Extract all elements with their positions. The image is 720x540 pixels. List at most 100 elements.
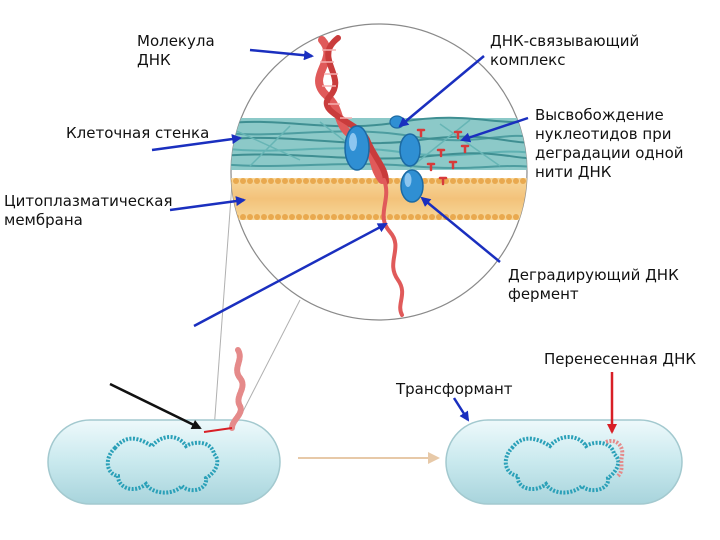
arrow-dna-molecule: [249, 48, 314, 61]
label-cytoplasmic-membrane: Цитоплазматическая мембрана: [4, 192, 173, 229]
lipid-head: [254, 214, 260, 220]
recipient-cell: [47, 347, 281, 505]
lipid-head: [443, 178, 449, 184]
lipid-head: [429, 178, 435, 184]
transformant-chromosome: [503, 435, 621, 495]
lipid-head: [289, 214, 295, 220]
lipid-head: [492, 214, 498, 220]
arrow-membrane: [169, 196, 246, 212]
lipid-head: [296, 178, 302, 184]
lipid-head: [352, 178, 358, 184]
lipid-head: [478, 214, 484, 220]
lipid-head: [499, 178, 505, 184]
lipid-head: [282, 178, 288, 184]
lipid-head: [520, 178, 526, 184]
lipid-head: [408, 214, 414, 220]
lipid-head: [303, 214, 309, 220]
lipid-head: [527, 178, 533, 184]
lipid-head: [506, 214, 512, 220]
lipid-head: [499, 214, 505, 220]
released-nucleotides: [416, 128, 470, 186]
zoom-line-right: [235, 299, 301, 426]
lipid-head: [219, 178, 225, 184]
label-transformant: Трансформант: [396, 380, 513, 398]
incoming-dna-strand: [229, 347, 246, 431]
transformant-cell: [445, 419, 683, 505]
arrow-binding-complex: [398, 55, 485, 128]
lipid-head: [345, 214, 351, 220]
lipid-head: [317, 178, 323, 184]
arrow-transformant: [452, 397, 470, 422]
label-nucleotide-release: Высвобождение нуклеотидов при деградации…: [535, 106, 684, 181]
lipid-head: [247, 214, 253, 220]
lipid-head: [415, 214, 421, 220]
lipid-head: [366, 178, 372, 184]
lipid-head: [310, 214, 316, 220]
lipid-head: [429, 214, 435, 220]
lipid-head: [436, 178, 442, 184]
lipid-head: [296, 214, 302, 220]
lipid-head: [338, 178, 344, 184]
lipid-head: [324, 178, 330, 184]
label-degrading-enzyme: Деградирующий ДНК фермент: [508, 266, 679, 303]
lipid-head: [422, 214, 428, 220]
lipid-head: [534, 214, 540, 220]
lipid-head: [492, 178, 498, 184]
label-cell-wall: Клеточная стенка: [66, 124, 210, 142]
lipid-head: [464, 214, 470, 220]
lipid-head: [359, 214, 365, 220]
lipid-head: [275, 178, 281, 184]
lipid-head: [254, 178, 260, 184]
lipid-head: [268, 178, 274, 184]
lipid-head: [359, 178, 365, 184]
lipid-head: [345, 178, 351, 184]
lipid-head: [240, 214, 246, 220]
lipid-head: [394, 178, 400, 184]
lipid-head: [338, 214, 344, 220]
integrated-dna-segment: [605, 439, 625, 478]
lipid-head: [457, 214, 463, 220]
dna-binding-proteins: [344, 115, 424, 203]
lipid-head: [485, 178, 491, 184]
zoom-line-left: [213, 169, 234, 431]
transition-arrow: [298, 452, 440, 464]
lipid-head: [275, 214, 281, 220]
lipid-head: [310, 178, 316, 184]
lipid-head: [247, 178, 253, 184]
lipid-head: [261, 178, 267, 184]
lipid-head: [366, 214, 372, 220]
lipid-head: [478, 178, 484, 184]
magnified-view: [219, 23, 540, 321]
lipid-head: [527, 214, 533, 220]
lipid-head: [513, 178, 519, 184]
degrading-enzyme-shape: [400, 169, 424, 203]
lipid-head: [471, 178, 477, 184]
lipid-head: [331, 214, 337, 220]
arrow-single-strand: [193, 222, 388, 328]
lipid-head: [331, 178, 337, 184]
lipid-head: [485, 214, 491, 220]
lipid-head: [289, 178, 295, 184]
lipid-head: [352, 214, 358, 220]
lipid-head: [373, 214, 379, 220]
label-dna-molecule: Молекула ДНК: [137, 32, 215, 69]
lipid-head: [436, 214, 442, 220]
arrow-dna-entry: [109, 382, 202, 430]
label-transferred-dna: Перенесенная ДНК: [544, 350, 697, 368]
membrane-layer: [231, 178, 527, 220]
lipid-head: [268, 214, 274, 220]
arrow-nucleotides: [460, 116, 529, 143]
lipid-head: [324, 214, 330, 220]
lipid-head: [464, 178, 470, 184]
arrow-cell-wall: [151, 134, 242, 152]
membrane-heads: [219, 178, 540, 220]
lipid-head: [317, 214, 323, 220]
label-dna-binding-complex: ДНК-связывающий комплекс: [490, 32, 640, 69]
lipid-head: [513, 214, 519, 220]
lipid-head: [450, 214, 456, 220]
lipid-head: [387, 214, 393, 220]
dna-double-helix: [315, 35, 405, 317]
lipid-head: [219, 214, 225, 220]
lipid-head: [303, 178, 309, 184]
